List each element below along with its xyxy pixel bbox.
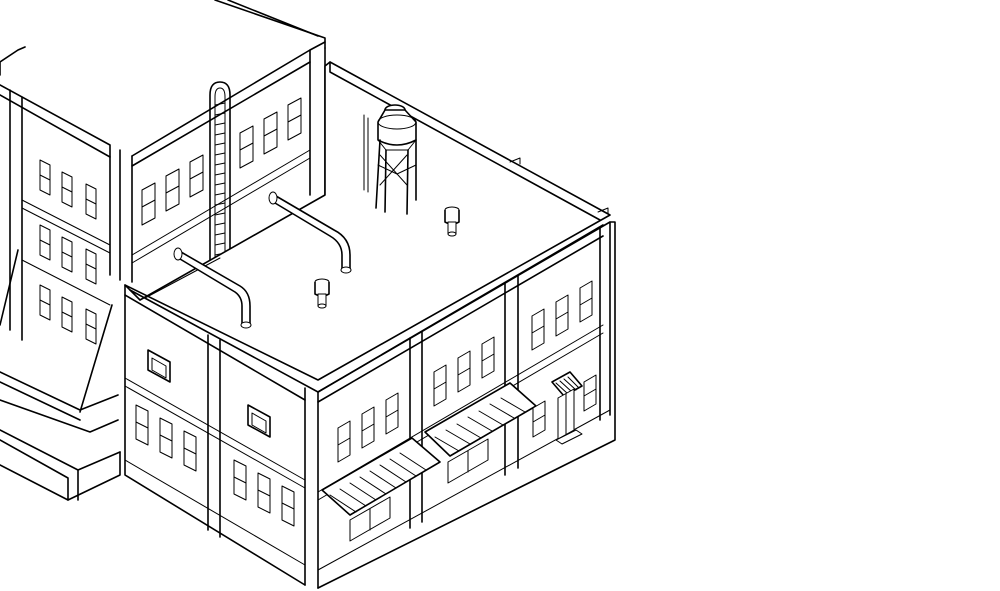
entrance-door: [551, 371, 583, 445]
wall-vent: [247, 404, 271, 438]
window: [281, 485, 295, 527]
window: [583, 374, 597, 412]
window: [61, 171, 73, 208]
window: [263, 111, 278, 155]
rooftop-equipment: [173, 104, 609, 329]
vent-duct: [173, 247, 252, 329]
window: [141, 182, 156, 226]
roof-vent-stack: [314, 278, 330, 309]
left-face-band-2: [124, 385, 306, 489]
awning: [321, 437, 441, 516]
loading-dock: [0, 249, 121, 501]
window: [159, 417, 173, 459]
left-face-outline: [124, 284, 306, 586]
window: [39, 159, 51, 196]
tall-block-roof-inner-edge: [227, 0, 319, 37]
dock-platform-side: [67, 451, 121, 501]
window: [579, 280, 593, 323]
window: [39, 284, 51, 321]
window: [135, 404, 149, 446]
window: [61, 296, 73, 333]
left-face-cornice: [124, 294, 306, 401]
window: [85, 183, 97, 220]
awning: [424, 382, 537, 457]
right-face-cornice: [317, 235, 604, 403]
left-face-windows: [135, 404, 295, 527]
window: [337, 420, 351, 463]
roof-shadow-line: [144, 257, 221, 299]
floor-band-2: [21, 259, 111, 306]
window: [555, 294, 569, 337]
wall-vent: [147, 349, 171, 383]
window: [531, 308, 545, 351]
canopy-brace-1: [0, 249, 19, 326]
window: [39, 224, 51, 261]
storefront-window: [447, 438, 489, 484]
low-block: [124, 61, 616, 589]
door-step: [555, 429, 583, 445]
water-tower: [363, 104, 417, 215]
roof-ledge: [509, 157, 521, 165]
floor-band-1b: [21, 207, 111, 254]
window: [532, 400, 546, 438]
right-face-outline: [317, 221, 616, 589]
dock-floor-line: [0, 399, 119, 433]
tall-block-corner-cap: [309, 41, 326, 51]
storefront-window: [349, 496, 391, 542]
right-face-upper-windows: [337, 280, 593, 463]
floor-band-1: [21, 199, 111, 246]
window: [61, 236, 73, 273]
window: [85, 248, 97, 285]
tall-block-front-top: [0, 84, 111, 276]
tall-block-side-band: [131, 149, 311, 256]
window: [287, 97, 302, 141]
tall-block-side-band-2: [131, 157, 311, 264]
back-parapet: [329, 61, 601, 221]
window: [85, 308, 97, 345]
dock-canopy-lower: [0, 381, 81, 421]
left-face-band: [124, 377, 306, 481]
window: [481, 336, 495, 379]
window: [165, 168, 180, 212]
tall-block-cornice-line: [0, 94, 111, 158]
tall-block-side-windows: [141, 97, 302, 226]
vent-duct: [268, 191, 352, 274]
left-face-base: [124, 459, 306, 566]
window: [433, 364, 447, 407]
window: [233, 459, 247, 501]
window: [457, 350, 471, 393]
tall-block-front-windows: [39, 159, 97, 345]
tall-block-roof-edge: [214, 0, 326, 49]
roof-vent-stack: [444, 206, 460, 237]
window: [183, 430, 197, 472]
window: [361, 406, 375, 449]
window: [189, 154, 204, 198]
dock-platform-front: [0, 439, 69, 501]
tall-block-left-roof-edge: [0, 46, 26, 76]
window: [385, 392, 399, 435]
canopy-brace-2: [79, 304, 113, 413]
window: [257, 472, 271, 514]
roof-ledge: [597, 207, 609, 215]
wall-ladder: [209, 81, 231, 266]
window: [239, 125, 254, 169]
